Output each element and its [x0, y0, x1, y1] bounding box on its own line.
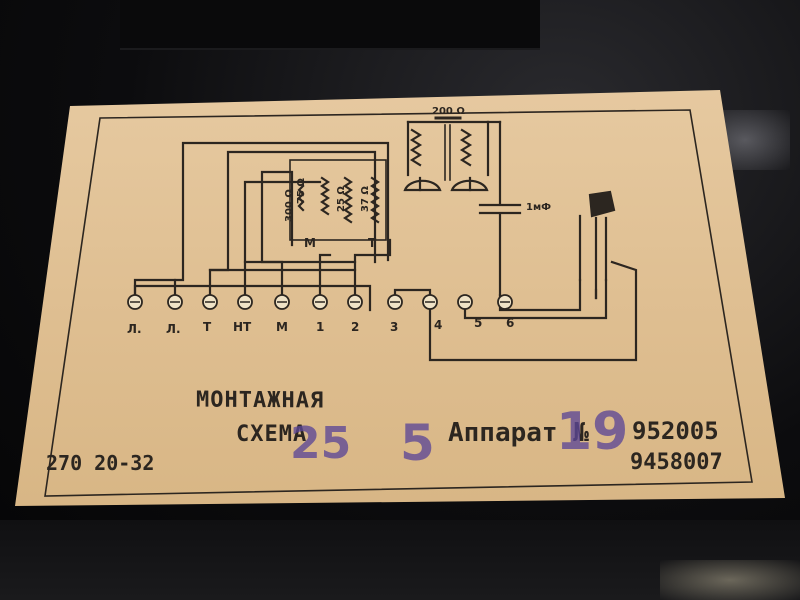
coil-marker: М — [304, 236, 316, 250]
serial-number: 9458007 — [630, 450, 723, 475]
terminal-label: Л. — [127, 322, 142, 336]
coil-right — [370, 176, 380, 224]
coil-value: 300 Ω — [284, 189, 295, 222]
coil-left — [320, 176, 330, 216]
wire — [208, 150, 377, 300]
date-stamp-year: 19 — [556, 402, 629, 462]
wire — [418, 176, 472, 192]
label-border — [44, 109, 753, 497]
switch-body — [588, 190, 616, 218]
terminal-label: 4 — [434, 318, 443, 332]
apparatus-label: Аппарат № — [448, 418, 589, 448]
date-stamp-day: 25 — [290, 418, 352, 469]
wire — [133, 141, 390, 300]
earpiece-right — [450, 179, 489, 192]
capacitor — [478, 120, 522, 297]
wire — [463, 278, 608, 320]
date-stamp-month: 5 — [400, 414, 435, 472]
terminal-label: Т — [203, 320, 212, 334]
transformer-coil-right — [459, 128, 473, 167]
coil-mid — [343, 176, 353, 224]
terminal-label: НТ — [233, 320, 252, 334]
serial-number: 952005 — [632, 417, 719, 445]
glare-highlight — [660, 560, 800, 600]
terminal-label: Л. — [166, 322, 181, 336]
transformer-coil-left — [409, 128, 423, 167]
coil-value: 75 Ω — [296, 178, 307, 204]
coil-marker: Т — [368, 236, 377, 250]
wire — [428, 260, 638, 362]
terminal-label: 2 — [351, 320, 360, 334]
label-title-line1: МОНТАЖНАЯ — [196, 387, 325, 414]
form-code: 270 20-32 — [46, 451, 155, 475]
label-title-line2: СХЕМА — [236, 422, 308, 447]
terminal-label: 3 — [390, 320, 399, 334]
terminal-label: М — [276, 320, 288, 334]
wire — [318, 253, 332, 300]
earpiece-left — [403, 179, 442, 192]
wire — [133, 284, 372, 312]
device-top-panel — [120, 0, 540, 50]
terminal-label: 1 — [316, 320, 325, 334]
capacitor-value: 1мФ — [526, 202, 552, 213]
coil-small — [297, 184, 305, 212]
wire — [243, 180, 322, 300]
terminal-label: 5 — [474, 316, 483, 330]
device-bottom-edge — [0, 520, 800, 600]
coil-frame — [289, 159, 387, 241]
terminal-label: 6 — [506, 316, 515, 330]
coil-value: 37 Ω — [360, 186, 371, 212]
wire — [353, 238, 392, 300]
coil-value: 25 Ω — [336, 186, 347, 212]
resistor-value: 200 Ω — [432, 106, 465, 117]
wire — [260, 170, 294, 300]
